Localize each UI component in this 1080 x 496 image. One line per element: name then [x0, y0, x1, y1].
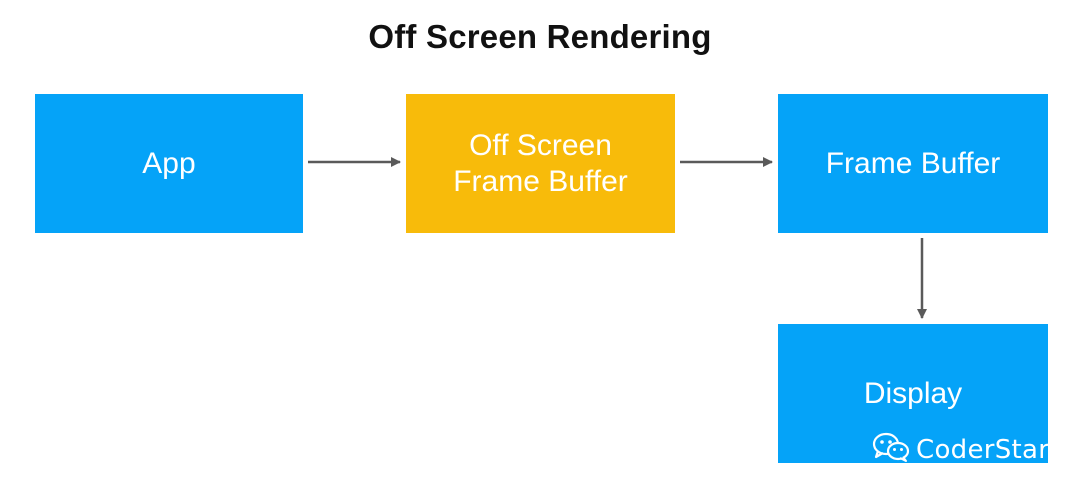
- node-frame-buffer-label: Frame Buffer: [825, 146, 1001, 180]
- watermark-text: CoderStar: [916, 434, 1050, 465]
- node-offscreen-label-line1: Off Screen: [469, 128, 612, 162]
- node-app-label: App: [142, 146, 196, 180]
- watermark: CoderStar: [872, 432, 1049, 467]
- node-display: Display: [778, 324, 1048, 463]
- diagram-title: Off Screen Rendering: [368, 18, 712, 55]
- wechat-icon: [872, 432, 910, 467]
- node-app: App: [35, 94, 303, 233]
- node-offscreen-frame-buffer: Off Screen Frame Buffer: [406, 94, 675, 233]
- node-frame-buffer: Frame Buffer: [778, 94, 1048, 233]
- node-display-label: Display: [863, 376, 963, 410]
- node-offscreen-label-line2: Frame Buffer: [453, 164, 628, 198]
